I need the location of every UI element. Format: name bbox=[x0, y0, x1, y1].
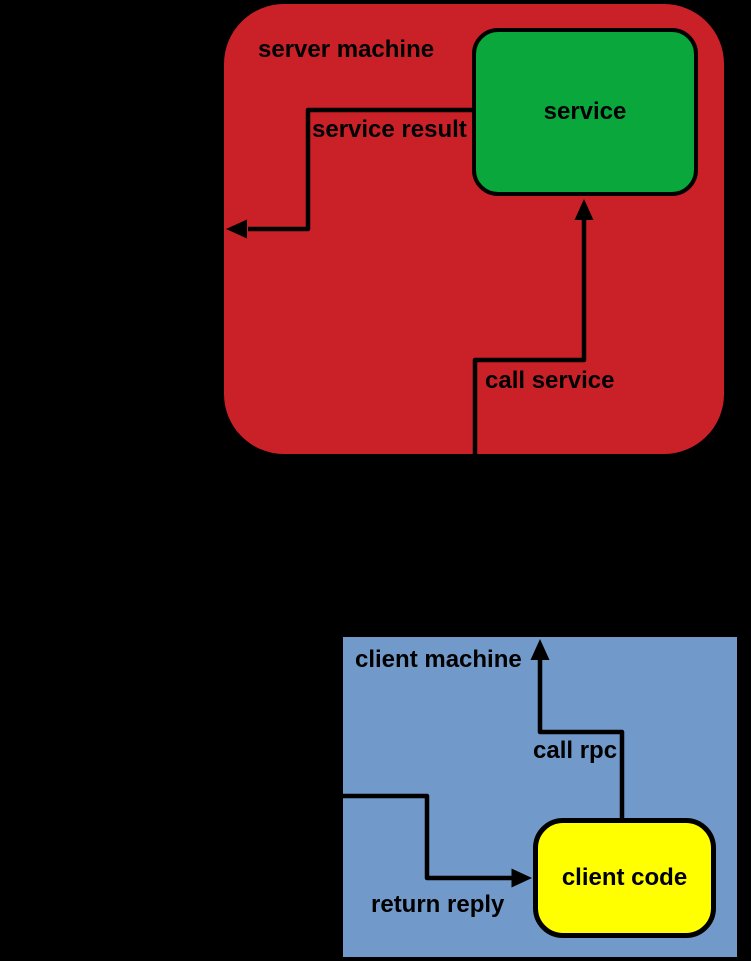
server-machine-label: server machine bbox=[258, 36, 435, 63]
service-box: service bbox=[472, 28, 698, 196]
client-code-label: client code bbox=[561, 864, 688, 891]
call-rpc-label: call rpc bbox=[533, 737, 618, 764]
service-label: service bbox=[543, 98, 627, 125]
call-service-label: call service bbox=[485, 367, 615, 394]
client-code-box: client code bbox=[533, 818, 716, 938]
return-reply-label: return reply bbox=[371, 891, 505, 918]
service-result-label: service result bbox=[312, 116, 467, 143]
client-machine-label: client machine bbox=[355, 646, 522, 673]
